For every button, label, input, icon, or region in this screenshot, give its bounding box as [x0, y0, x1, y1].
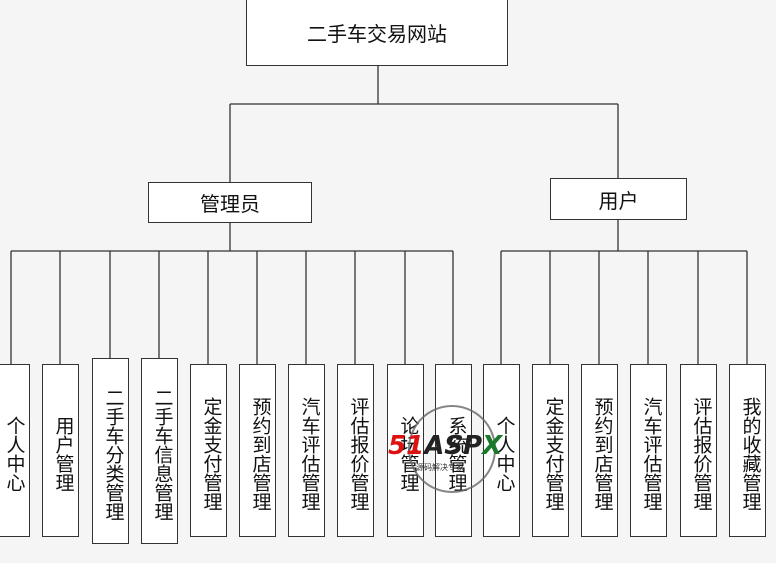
admin-item-label: 评估报价管理 [347, 396, 370, 511]
user-item-label: 汽车评估管理 [640, 396, 663, 511]
root-node: 二手车交易网站 [246, 0, 508, 66]
watermark-subtitle: 源码解决专家 [416, 463, 464, 472]
user-item: 预约到店管理 [580, 364, 618, 537]
admin-item: 评估报价管理 [336, 364, 374, 537]
admin-item: 二手车分类管理 [91, 358, 129, 544]
root-label: 二手车交易网站 [307, 21, 447, 46]
user-item-label: 预约到店管理 [591, 396, 614, 511]
admin-item: 汽车评估管理 [287, 364, 325, 537]
admin-label: 管理员 [200, 192, 260, 216]
watermark-seal [408, 405, 496, 493]
watermark-logo-b: ASP [424, 431, 483, 461]
admin-item: 预约到店管理 [238, 364, 276, 537]
admin-item: 定金支付管理 [189, 364, 227, 537]
user-label: 用户 [598, 188, 639, 213]
admin-item-label: 二手车分类管理 [102, 387, 125, 521]
watermark-logo: 51ASPX [388, 431, 502, 461]
watermark-logo-c: X [482, 431, 503, 461]
admin-item: 用户管理 [41, 364, 79, 537]
admin-item-label: 定金支付管理 [200, 396, 223, 511]
admin-item-label: 个人中心 [3, 415, 26, 492]
user-item: 我的收藏管理 [728, 364, 766, 537]
user-item: 汽车评估管理 [629, 364, 667, 537]
admin-node: 管理员 [148, 182, 312, 223]
user-item-label: 个人中心 [493, 415, 516, 492]
admin-item: 个人中心 [0, 364, 30, 537]
admin-item-label: 用户管理 [52, 415, 75, 492]
watermark-logo-a: 51 [388, 431, 425, 461]
user-item: 定金支付管理 [531, 364, 569, 537]
admin-item-label: 预约到店管理 [249, 396, 272, 511]
user-node: 用户 [550, 178, 687, 220]
admin-item-label: 汽车评估管理 [298, 396, 321, 511]
admin-item-label: 二手车信息管理 [151, 387, 174, 521]
admin-item: 二手车信息管理 [140, 358, 178, 544]
user-item-label: 定金支付管理 [542, 396, 565, 511]
user-item-label: 评估报价管理 [690, 396, 713, 511]
user-item-label: 我的收藏管理 [739, 396, 762, 511]
user-item: 评估报价管理 [679, 364, 717, 537]
